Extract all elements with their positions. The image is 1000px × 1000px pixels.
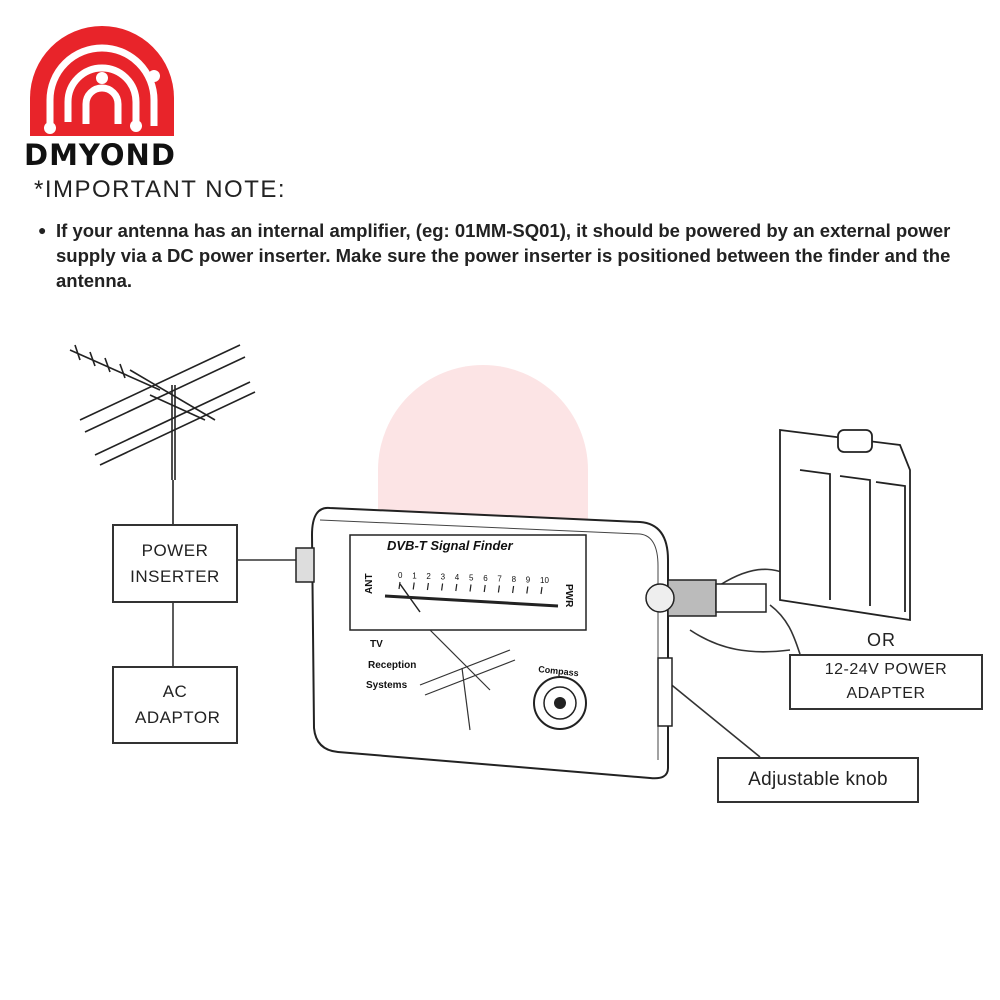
power-inserter-label: POWER INSERTER: [130, 540, 220, 586]
meter-scale-tick: [426, 582, 429, 591]
note-title: *IMPORTANT NOTE:: [34, 176, 287, 203]
brand-name: DMYOND: [24, 138, 176, 172]
note-body: ● If your antenna has an internal amplif…: [38, 218, 968, 293]
meter-scale-number: 7: [497, 575, 502, 584]
meter-scale-tick: [540, 586, 543, 595]
meter-scale-number: 9: [526, 576, 531, 585]
dmyond-logo: [30, 26, 174, 136]
power-adapter-label: 12-24V POWER ADAPTER: [824, 661, 948, 702]
meter-scale-tick: [469, 584, 472, 592]
device-ant-label: ANT: [364, 573, 375, 594]
meter-scale-tick: [497, 585, 500, 593]
device-title: DVB-T Signal Finder: [387, 538, 514, 553]
ac-adaptor-box: AC ADAPTOR: [112, 666, 238, 744]
meter-scale-number: 3: [441, 573, 446, 582]
or-label: OR: [867, 630, 896, 650]
device-tv-line-3: Systems: [366, 680, 408, 691]
device-compass-label: Compass: [538, 664, 579, 678]
meter-scale-tick: [526, 586, 529, 594]
power-inserter-box: POWER INSERTER: [112, 524, 238, 603]
meter-scale-number: 4: [455, 573, 460, 582]
note-bullet: ●: [38, 222, 47, 238]
device-tv-line-1: TV: [370, 639, 383, 650]
note-text: If your antenna has an internal amplifie…: [56, 220, 951, 291]
adjustable-knob-box: Adjustable knob: [717, 757, 919, 803]
meter-scale-tick: [483, 584, 486, 593]
meter-scale-tick: [398, 581, 401, 590]
ac-adaptor-label: AC ADAPTOR: [135, 682, 221, 727]
meter-scale-number: 0: [398, 571, 403, 580]
battery-pack-drawing: [779, 428, 911, 622]
meter-scale-number: 6: [483, 574, 488, 583]
adjustable-knob-label: Adjustable knob: [748, 769, 888, 790]
meter-scale-tick: [455, 583, 458, 592]
meter-scale-number: 8: [512, 575, 517, 584]
meter-scale-number: 1: [412, 572, 417, 581]
signal-finder-device: [295, 506, 767, 780]
antenna-drawing: [69, 344, 256, 524]
meter-scale-number: 10: [540, 576, 549, 585]
meter-scale-tick: [412, 582, 415, 590]
meter-scale-tick: [441, 583, 444, 591]
device-tv-line-2: Reception: [368, 660, 416, 671]
power-adapter-box: 12-24V POWER ADAPTER: [789, 654, 983, 710]
meter-scale-number: 5: [469, 574, 474, 583]
device-pwr-label: PWR: [563, 584, 574, 608]
meter-scale-number: 2: [426, 572, 431, 581]
meter-scale-tick: [512, 585, 515, 594]
connection-lines: [172, 559, 801, 758]
watermark-logo: [378, 365, 588, 560]
